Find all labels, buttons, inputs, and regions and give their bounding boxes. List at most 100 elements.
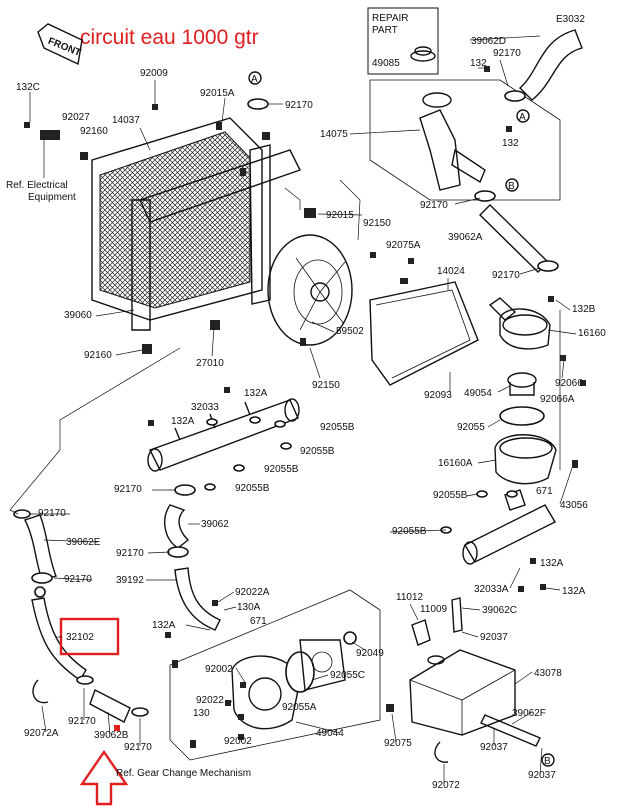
front-tag-label: FRONT — [46, 36, 82, 59]
thermostat-base — [494, 434, 557, 485]
part-label: 11009 — [420, 604, 448, 615]
part-label: 39060 — [64, 310, 92, 321]
part-label: 14037 — [112, 115, 140, 126]
part-label: 92170 — [285, 100, 313, 111]
label-leaders — [29, 35, 577, 784]
part-label: 14024 — [437, 266, 465, 277]
part-label: 39062D — [471, 36, 506, 47]
part-label: 132A — [152, 620, 176, 631]
part-label: 92150 — [312, 380, 340, 391]
part-label: 92072 — [432, 780, 460, 791]
part-label: 132 — [502, 138, 519, 149]
marker-letter: B — [508, 181, 515, 192]
reserve-tank — [409, 649, 516, 736]
ref-gear-change: Ref. Gear Change Mechanism — [116, 768, 251, 779]
part-labels: 132C 92027 92160 14037 92009 92015A 9217… — [16, 36, 606, 791]
part-label: 49054 — [464, 388, 492, 399]
radiator-cap-icon — [410, 46, 436, 62]
water-pump-frame — [169, 589, 381, 761]
part-label: 92160 — [80, 126, 108, 137]
part-label: 32102 — [66, 632, 94, 643]
part-label: 92055 — [457, 422, 485, 433]
part-label: 92015A — [200, 88, 235, 99]
ref-electrical-line1: Ref. Electrical — [6, 180, 68, 191]
routing-lines — [9, 140, 561, 515]
filler-neck — [419, 92, 486, 191]
highlight-32102-box — [59, 617, 120, 656]
part-label: 671 — [250, 616, 267, 627]
front-arrow-icon: FRONT — [37, 23, 83, 66]
part-label: 49044 — [316, 728, 344, 739]
marker-letter: A — [251, 74, 258, 85]
part-label: 92055B — [433, 490, 468, 501]
part-label: 43078 — [534, 668, 562, 679]
part-label: 671 — [536, 486, 553, 497]
part-label: 43056 — [560, 500, 588, 511]
water-pipe-32033a — [462, 489, 556, 565]
thermostat-housing — [488, 297, 551, 350]
part-label: 92002 — [224, 736, 252, 747]
part-label: 39062B — [94, 730, 129, 741]
part-label: 27010 — [196, 358, 224, 369]
part-label: 92055B — [300, 446, 335, 457]
part-label: 92170 — [114, 484, 142, 495]
part-label: 16160A — [438, 458, 473, 469]
part-label: 92170 — [420, 200, 448, 211]
part-label: 16160 — [578, 328, 606, 339]
part-label: 14075 — [320, 129, 348, 140]
part-label: 92055B — [320, 422, 355, 433]
radiator-cover-14024 — [369, 281, 479, 386]
part-label: 92170 — [124, 742, 152, 753]
part-label: 132 — [470, 58, 487, 69]
part-label: 92093 — [424, 390, 452, 401]
part-label: 130A — [237, 602, 261, 613]
part-label: 92015 — [326, 210, 354, 221]
hose-39062e — [24, 514, 57, 581]
part-label: 92150 — [363, 218, 391, 229]
water-pipe-32033 — [147, 398, 300, 472]
part-label: 92072A — [24, 728, 59, 739]
diagram-code: E3032 — [556, 14, 585, 25]
part-label: 92037 — [480, 742, 508, 753]
water-pipe-39192 — [174, 567, 221, 631]
filler-neck-frame — [369, 79, 561, 201]
part-label: 92022A — [235, 587, 270, 598]
part-label: 92160 — [84, 350, 112, 361]
part-label: 39062 — [201, 519, 229, 530]
part-label: 92037 — [480, 632, 508, 643]
repair-part-box: REPAIR PART 49085 — [367, 7, 439, 75]
part-label: 130 — [193, 708, 210, 719]
repair-label-line2: PART — [372, 25, 398, 36]
marker-a-top: A — [248, 71, 262, 85]
part-label: 132A — [171, 416, 195, 427]
part-label: 39062C — [482, 605, 517, 616]
hose-39062a — [479, 204, 549, 273]
part-label: 92002 — [205, 664, 233, 675]
part-label: 92055A — [282, 702, 317, 713]
o-ring-92055 — [499, 406, 545, 426]
small-o-rings — [204, 416, 518, 534]
radiator — [91, 117, 301, 331]
part-label: 92170 — [68, 716, 96, 727]
clamp-92170-icon — [34, 586, 46, 598]
part-label: 92037 — [528, 770, 556, 781]
hose-39062b — [89, 689, 131, 723]
part-label: 92009 — [140, 68, 168, 79]
thermostat — [507, 372, 537, 396]
part-label: 92049 — [356, 648, 384, 659]
highlight-marker — [114, 725, 120, 731]
part-label: 92170 — [116, 548, 144, 559]
part-label: 92055B — [264, 464, 299, 475]
hose-clamps — [13, 90, 559, 763]
marker-letter: B — [544, 756, 551, 767]
part-label: 132C — [16, 82, 40, 93]
marker-a-right: A — [516, 109, 530, 123]
part-label: 59502 — [336, 326, 364, 337]
water-pipe-32102 — [31, 597, 87, 681]
part-label: 132B — [572, 304, 596, 315]
seal-92049-icon — [343, 631, 357, 645]
part-label: 92027 — [62, 112, 90, 123]
part-label: 132A — [244, 388, 268, 399]
part-label: 92075 — [384, 738, 412, 749]
